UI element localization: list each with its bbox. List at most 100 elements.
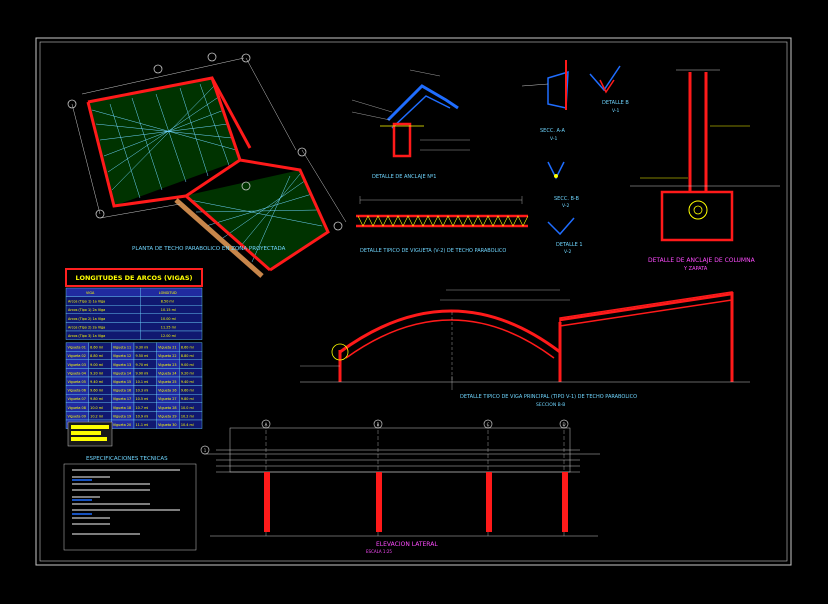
detail-1-sub: V-2 (564, 249, 571, 255)
table-cell (140, 330, 203, 340)
table-cell-text: 8.60 ml (90, 346, 103, 350)
main-beam-sub: SECCION B-B (536, 402, 565, 408)
table-cell-text: 12.00 ml (161, 334, 176, 338)
table-cell-text: 9.30 ml (136, 346, 149, 350)
table-cell-text: 9.40 ml (90, 380, 103, 384)
table-cell-text: 9.20 ml (181, 371, 194, 375)
axis-d: D (562, 422, 565, 427)
table-cell-text: 10.1 ml (136, 380, 149, 384)
table-cell-text: 8.80 ml (181, 354, 194, 358)
table-cell (179, 419, 203, 429)
beam-v2-detail: DETALLE TIPICO DE VIGUETA (V-2) DE TECHO… (356, 196, 529, 254)
table-cell-text: 9.80 ml (90, 397, 103, 401)
column-anchor-detail: DETALLE DE ANCLAJE DE COLUMNA Y ZAPATA (630, 69, 780, 272)
section-bb-sub: V-2 (562, 203, 569, 209)
table-cell-text: 9.60 ml (90, 389, 103, 393)
axis-a: A (265, 422, 268, 427)
table-cell-text: 10.0 ml (90, 406, 103, 410)
table-cell-text: Vigueta 08 (68, 406, 86, 410)
table-cell-text: VIGA (86, 291, 95, 295)
anchor-detail-1: DETALLE DE ANCLAJE Nº1 (351, 69, 470, 180)
roof-plan-dimensions (71, 57, 347, 223)
table-cell-text: Arcos (Tipo 1) 2a Viga (68, 308, 105, 312)
table-cell-text: Vigueta 26 (158, 389, 176, 393)
table-cell-text: Vigueta 17 (113, 397, 131, 401)
table-cell-text: Vigueta 27 (158, 397, 176, 401)
drawing-border-outer (35, 37, 792, 566)
table-cell-text: 11.25 ml (161, 325, 176, 329)
detail-b-sub: V-1 (612, 108, 619, 114)
axis-c: C (487, 422, 490, 427)
table-cell-text: Vigueta 29 (158, 414, 176, 418)
table-cell-text: 9.80 ml (181, 397, 194, 401)
elevation-sub: ESCALA 1:25 (366, 549, 392, 554)
table-cell-text: 8.50 ml (161, 300, 174, 304)
table-cell (65, 287, 142, 297)
roof-plan-panel-1 (88, 78, 240, 206)
section-aa-title: SECC. A-A (540, 128, 565, 134)
length-table: LONGITUDES DE ARCOS (VIGAS) VIGA LONGITUD… (65, 268, 203, 429)
table-cell-text: 11.1 ml (136, 423, 149, 427)
roof-plan-title: PLANTA DE TECHO PARABOLICO EN ZONA PROYE… (132, 246, 286, 252)
table-cell-text: Vigueta 19 (113, 414, 131, 418)
section-aa-sub: V-1 (550, 136, 557, 142)
table-cell-text: Arcos (Tipo 2) 2a Viga (68, 325, 105, 329)
table-cell-text: Vigueta 23 (158, 363, 176, 367)
specifications: ESPECIFICACIONES TECNICAS (63, 456, 197, 551)
main-beam-title: DETALLE TIPICO DE VIGA PRINCIPAL (TIPO V… (460, 394, 637, 400)
table-cell-text: 10.2 ml (181, 414, 194, 418)
main-arch-detail: DETALLE TIPICO DE VIGA PRINCIPAL (TIPO V… (300, 289, 750, 408)
table-cell-text: Vigueta 12 (113, 354, 131, 358)
table-cell-text: Vigueta 05 (68, 380, 86, 384)
table-cell-text: 9.60 ml (181, 389, 194, 393)
table-cell-text: Vigueta 03 (68, 363, 86, 367)
axis-b: B (377, 422, 380, 427)
table-cell-text: Vigueta 01 (68, 346, 86, 350)
table-cell-text: 10.5 ml (136, 397, 149, 401)
table-cell-text: 9.40 ml (181, 380, 194, 384)
table-cell-text: 10.3 ml (136, 389, 149, 393)
table-cell-text: Vigueta 15 (113, 380, 131, 384)
table-cell-text: Vigueta 22 (158, 354, 176, 358)
section-details: SECC. A-A V-1 DETALLE B V-1 SECC. B-B V-… (521, 60, 629, 255)
table-title-box (65, 268, 203, 287)
table-cell-text: Vigueta 14 (113, 371, 131, 375)
beam-v2-title: DETALLE TIPICO DE VIGUETA (V-2) DE TECHO… (360, 248, 506, 254)
table-cell-text: 10.2 ml (90, 414, 103, 418)
section-bb-title: SECC. B-B (554, 196, 580, 202)
roof-plan-gutter (174, 198, 264, 278)
roof-plan-panel-2 (184, 170, 328, 268)
table-cell-text: 9.00 ml (181, 363, 194, 367)
table-cell-text: 9.00 ml (90, 363, 103, 367)
table-cell-text: Vigueta 04 (68, 371, 86, 375)
grid-axis-labels: 1 A B C D (204, 422, 566, 453)
table-cell-text: 10.0 ml (181, 406, 194, 410)
table-cell-text: 8.80 ml (90, 354, 103, 358)
table-cell-text: LONGITUD (159, 291, 177, 295)
roof-plan-grid-bubbles (67, 52, 343, 231)
table-cell-text: 10.7 ml (136, 406, 149, 410)
table-cell-text: Arcos (Tipo 1) 1a Viga (68, 300, 105, 304)
drawing-border-inner (39, 41, 788, 562)
table-cell-text: Vigueta 09 (68, 414, 86, 418)
table-cell-text: Vigueta 16 (113, 389, 131, 393)
detail-1-title: DETALLE 1 (556, 242, 583, 248)
table-cell-text: Vigueta 13 (113, 363, 131, 367)
specs-title: ESPECIFICACIONES TECNICAS (86, 456, 168, 462)
table-cell-text: Vigueta 11 (113, 346, 131, 350)
column-anchor-title: DETALLE DE ANCLAJE DE COLUMNA (648, 257, 756, 264)
table-cell-text: Vigueta 21 (158, 346, 176, 350)
legend-block (67, 421, 113, 447)
detail-b-title: DETALLE B (602, 100, 629, 106)
table-cell-text: Vigueta 18 (113, 406, 131, 410)
table-cell-text: 9.90 ml (136, 371, 149, 375)
table-cell-text: 9.50 ml (136, 354, 149, 358)
elevation-title: ELEVACION LATERAL (376, 541, 438, 548)
table-cell-text: Vigueta 25 (158, 380, 176, 384)
table-title: LONGITUDES DE ARCOS (VIGAS) (76, 274, 193, 282)
roof-plan-bracing (91, 83, 323, 263)
table-cell-text: Vigueta 06 (68, 389, 86, 393)
table-cell-text: Vigueta 24 (158, 371, 176, 375)
roof-plan-steel-frame (86, 76, 330, 272)
